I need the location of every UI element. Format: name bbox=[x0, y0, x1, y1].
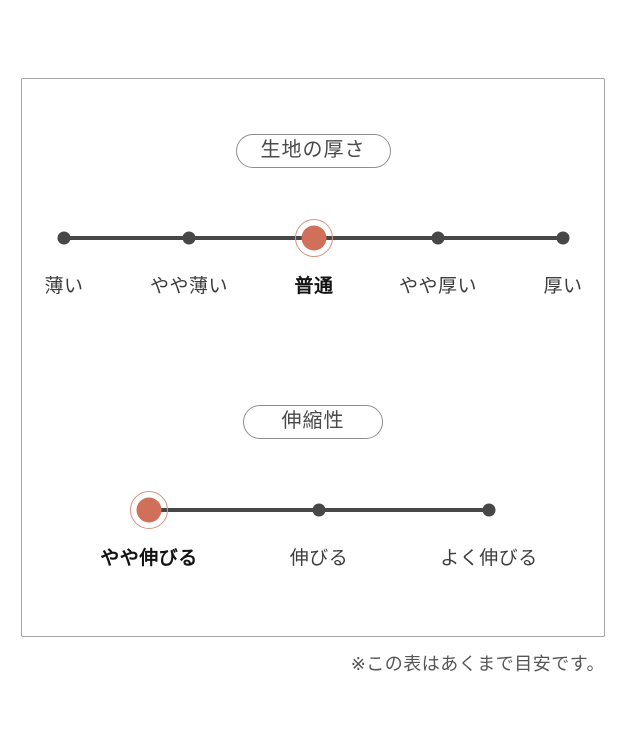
scale-dot-selected bbox=[136, 497, 162, 523]
spec-panel: 生地の厚さ薄い やや薄い 普通 やや厚い 厚い 伸縮性やや伸びる 伸びる よく伸びる bbox=[21, 78, 605, 637]
scale-option-label: やや薄い bbox=[149, 276, 229, 297]
selected-dot-ring bbox=[130, 491, 168, 529]
scale-dot bbox=[312, 503, 326, 517]
scale-dot bbox=[182, 231, 196, 245]
selected-dot-ring bbox=[295, 219, 333, 257]
scale-option-label: 普通 bbox=[294, 276, 334, 297]
scale-fabric-thickness: 生地の厚さ薄い やや薄い 普通 やや厚い 厚い bbox=[22, 79, 604, 636]
scale-option-label: 厚い bbox=[543, 276, 583, 297]
scale-option-label: やや伸びる bbox=[100, 548, 198, 569]
scale-stretchiness: 伸縮性やや伸びる 伸びる よく伸びる bbox=[22, 79, 604, 636]
scale-dot bbox=[57, 231, 71, 245]
footnote: ※この表はあくまで目安です。 bbox=[350, 654, 605, 674]
scale-title-pill: 生地の厚さ bbox=[235, 134, 391, 168]
scale-option-label: 薄い bbox=[44, 276, 84, 297]
scale-dot bbox=[556, 231, 570, 245]
scale-option-label: やや厚い bbox=[398, 276, 478, 297]
scale-dot-selected bbox=[301, 225, 327, 251]
scale-dot bbox=[482, 503, 496, 517]
scale-title-pill: 伸縮性 bbox=[243, 405, 383, 439]
scale-dot bbox=[431, 231, 445, 245]
scale-option-label: よく伸びる bbox=[440, 548, 538, 569]
scale-option-label: 伸びる bbox=[289, 548, 349, 569]
